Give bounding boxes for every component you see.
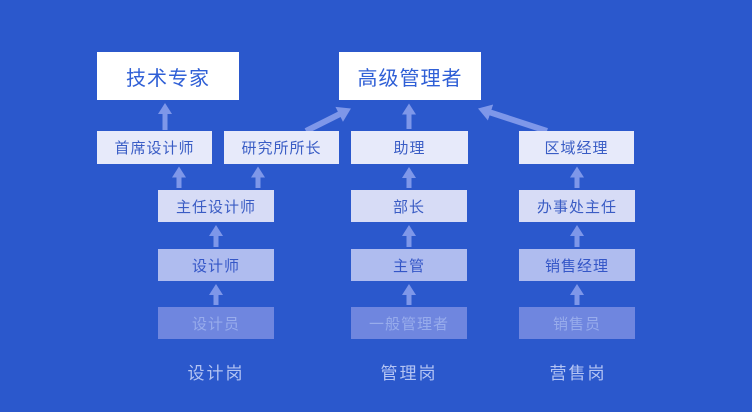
column-label-sales: 营售岗 <box>549 364 607 384</box>
node-department-head: 部长 <box>351 190 467 222</box>
column-label-design: 设计岗 <box>187 364 245 384</box>
node-general-manager: 一般管理者 <box>351 307 467 339</box>
node-draftsman: 设计员 <box>158 307 274 339</box>
node-sales-manager: 销售经理 <box>519 249 635 281</box>
node-director-designer: 主任设计师 <box>158 190 274 222</box>
arrow-regional-manager-to-senior-manager-icon <box>478 104 548 134</box>
node-designer: 设计师 <box>158 249 274 281</box>
node-chief-designer: 首席设计师 <box>97 131 212 164</box>
node-office-director: 办事处主任 <box>519 190 635 222</box>
node-tech-expert: 技术专家 <box>97 52 239 100</box>
node-assistant: 助理 <box>351 131 468 164</box>
node-supervisor: 主管 <box>351 249 467 281</box>
node-salesperson: 销售员 <box>519 307 635 339</box>
node-senior-manager: 高级管理者 <box>339 52 481 100</box>
arrow-institute-director-to-senior-manager-icon <box>304 106 351 134</box>
node-regional-manager: 区域经理 <box>519 131 634 164</box>
node-institute-director: 研究所所长 <box>224 131 339 164</box>
column-label-management: 管理岗 <box>380 364 438 384</box>
